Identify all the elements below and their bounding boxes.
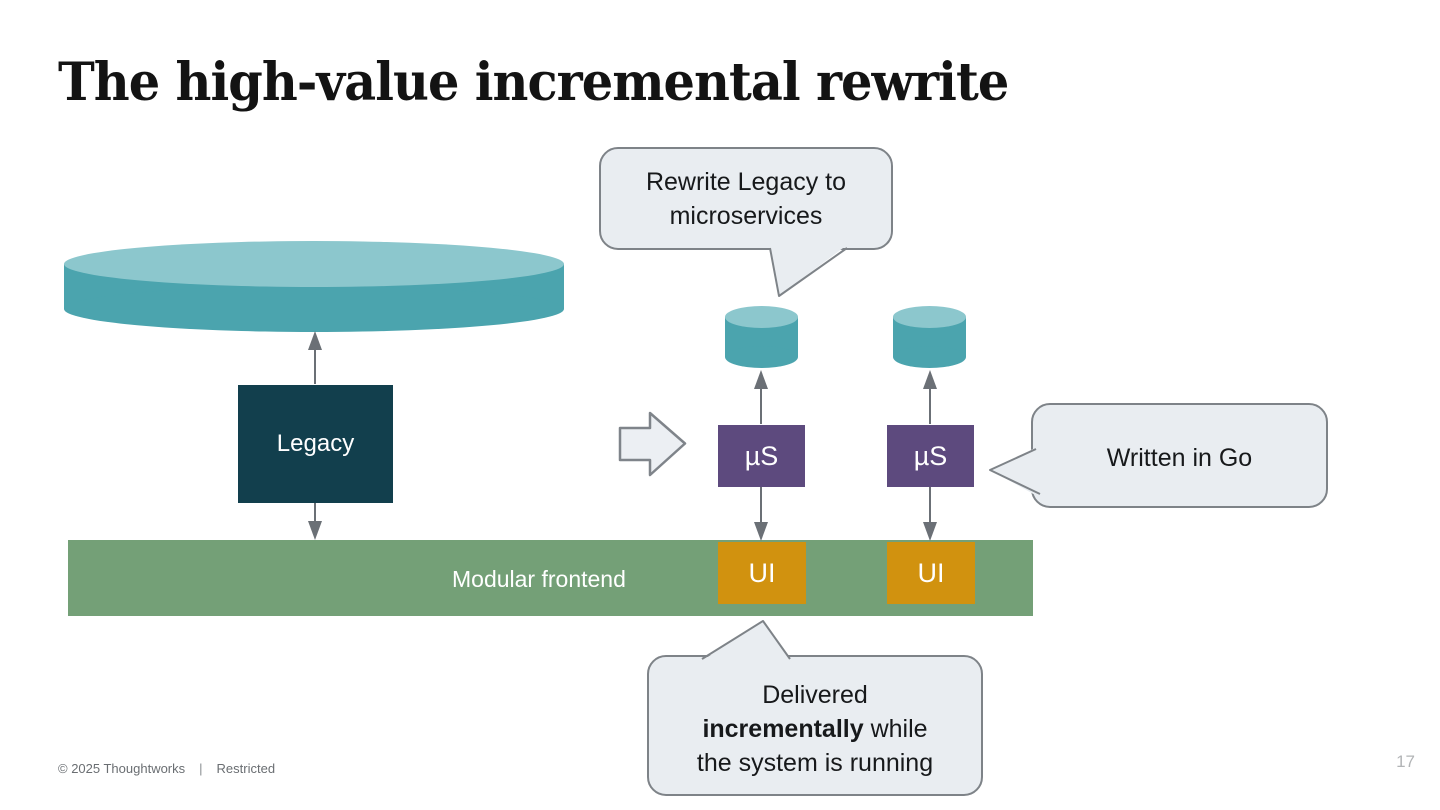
callout-delivered-bold: incrementally — [702, 715, 864, 743]
speech-bubble-tail — [700, 621, 792, 662]
microservice-label: µS — [913, 440, 948, 471]
modular-frontend-label: Modular frontend — [452, 566, 626, 592]
callout-delivered-line2: incrementally while — [648, 712, 982, 746]
legacy-database-cylinder — [64, 241, 564, 332]
arrow-us2-to-db-icon — [923, 370, 937, 424]
callout-go-text: Written in Go — [1032, 441, 1327, 475]
speech-bubble-tail — [770, 245, 847, 296]
arrow-us1-to-db-icon — [754, 370, 768, 424]
slide-title: The high-value incremental rewrite — [58, 52, 1009, 113]
legacy-box: Legacy — [238, 385, 393, 503]
cylinder-top — [725, 306, 798, 328]
arrow-us2-to-ui-icon — [923, 487, 937, 541]
connector-arrows — [308, 331, 937, 541]
footer-copyright: © 2025 Thoughtworks — [58, 761, 186, 776]
callout-delivered-line2-rest: while — [863, 715, 928, 743]
ui-label: UI — [748, 557, 776, 588]
arrow-legacy-to-db-icon — [308, 331, 322, 384]
microservice-box-1: µS — [718, 425, 805, 487]
microservice-label: µS — [744, 440, 779, 471]
callout-delivered-text: Delivered incrementally while the system… — [648, 678, 982, 780]
ui-box-1: UI — [718, 542, 806, 604]
ui-label: UI — [917, 557, 945, 588]
cylinder-bottom — [725, 346, 798, 368]
footer-separator: | — [199, 761, 203, 776]
footer-classification: Restricted — [216, 761, 276, 776]
cylinder-bottom — [64, 286, 564, 332]
right-block-arrow-icon — [618, 411, 687, 477]
cylinder-top — [893, 306, 966, 328]
callout-rewrite-line2: microservices — [669, 202, 823, 230]
slide-footer: © 2025 Thoughtworks | Restricted — [58, 761, 275, 776]
arrow-us1-to-ui-icon — [754, 487, 768, 541]
callout-delivered-line3: the system is running — [696, 749, 934, 777]
callout-rewrite-text: Rewrite Legacy to microservices — [600, 165, 892, 233]
speech-bubble-tail — [990, 447, 1037, 496]
ui-box-2: UI — [887, 542, 975, 604]
modular-frontend-bar — [68, 540, 1033, 616]
arrow-legacy-to-frontend-icon — [308, 503, 322, 540]
callout-go-line: Written in Go — [1106, 444, 1253, 472]
legacy-label: Legacy — [276, 430, 355, 457]
cylinder-bottom — [893, 346, 966, 368]
cylinder-top — [64, 241, 564, 287]
page-number: 17 — [1396, 752, 1415, 771]
callout-delivered-line1: Delivered — [762, 681, 868, 709]
callout-rewrite-line1: Rewrite Legacy to — [645, 168, 847, 196]
microservice-box-2: µS — [887, 425, 974, 487]
microservice-database-cylinder-2 — [893, 306, 966, 368]
microservice-database-cylinder-1 — [725, 306, 798, 368]
